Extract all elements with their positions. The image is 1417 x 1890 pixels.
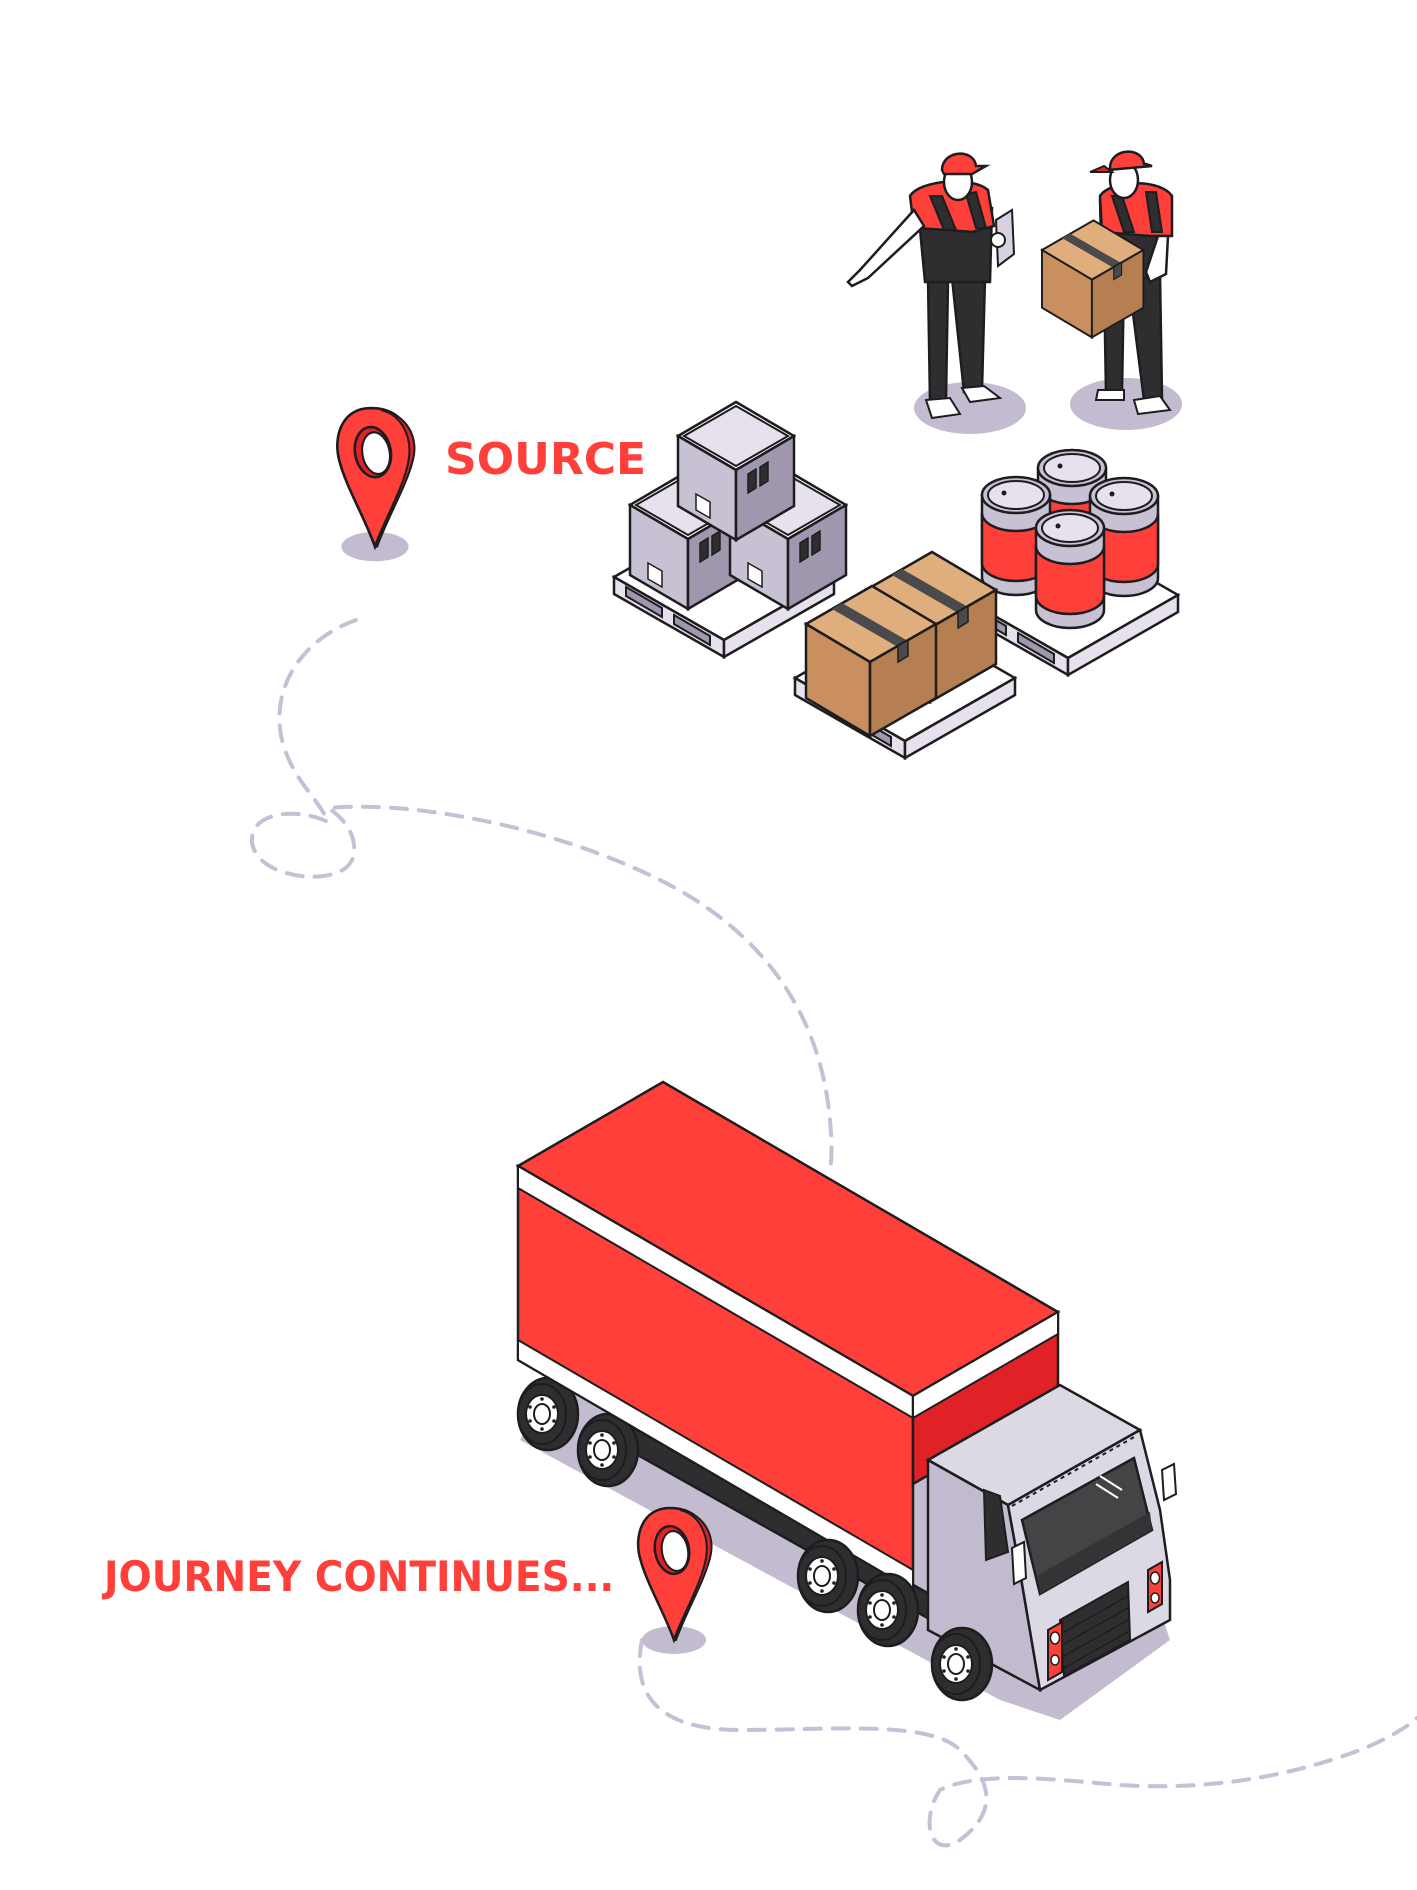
worker-carrying-box bbox=[1041, 150, 1182, 430]
source-label: SOURCE bbox=[445, 434, 647, 485]
journey-pin-icon bbox=[636, 1506, 713, 1656]
source-pin-icon bbox=[336, 406, 416, 563]
worker-pointing bbox=[846, 152, 1026, 434]
grey-crates-pallet bbox=[612, 400, 848, 659]
dashed-route bbox=[249, 618, 1417, 1848]
journey-continues-label: JOURNEY CONTINUES... bbox=[104, 1552, 615, 1601]
delivery-truck bbox=[515, 1080, 1178, 1720]
